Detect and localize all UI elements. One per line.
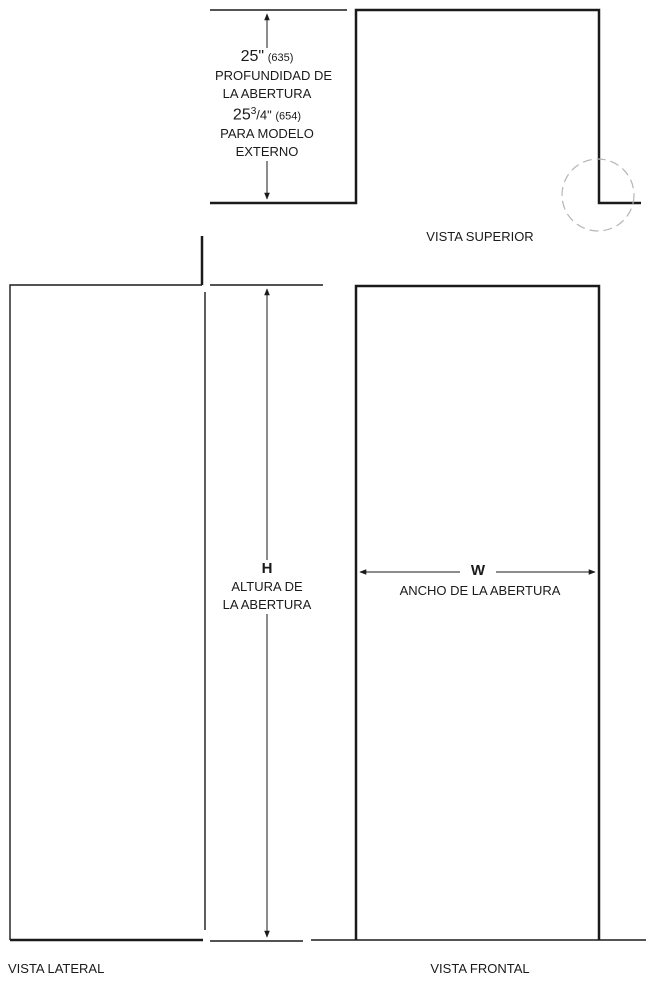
depth-alt-line2: EXTERNO [235,144,299,160]
front-view-opening-outline [354,284,601,940]
width-letter: W [460,562,496,580]
depth-alt-whole: 25 [232,106,251,124]
depth-dimension-label: 25" (635) PROFUNDIDAD DE LA ABERTURA 253… [215,48,333,162]
depth-alt-mm: (654) [275,110,302,123]
side-view-cabinet-outline [9,284,202,940]
front-view [311,284,646,941]
depth-alt-value: 253/4" (654) [215,103,319,125]
front-view-caption: VISTA FRONTAL [430,961,530,976]
depth-inches: 25" [240,48,265,65]
top-view-caption: VISTA SUPERIOR [426,229,534,244]
height-label-line2: LA ABERTURA [222,597,312,612]
height-label-line1: ALTURA DE [231,579,303,594]
height-dimension-label: H ALTURA DE LA ABERTURA [212,560,322,614]
depth-label-line2: LA ABERTURA [222,86,312,101]
height-letter: H [261,560,273,577]
side-view-caption: VISTA LATERAL [8,961,105,976]
depth-alt-line1: PARA MODELO [220,126,314,142]
door-swing-detail-circle [561,158,635,232]
depth-mm: (635) [267,52,294,64]
depth-value: 25" (635) [215,48,319,67]
depth-alt-denominator: /4" [256,107,272,123]
depth-label-line1: PROFUNDIDAD DE [215,68,333,83]
top-view-opening-outline [210,8,641,205]
side-view [9,236,323,942]
width-label: ANCHO DE LA ABERTURA [399,583,561,598]
depth-alt-numerator: 3 [250,106,257,117]
